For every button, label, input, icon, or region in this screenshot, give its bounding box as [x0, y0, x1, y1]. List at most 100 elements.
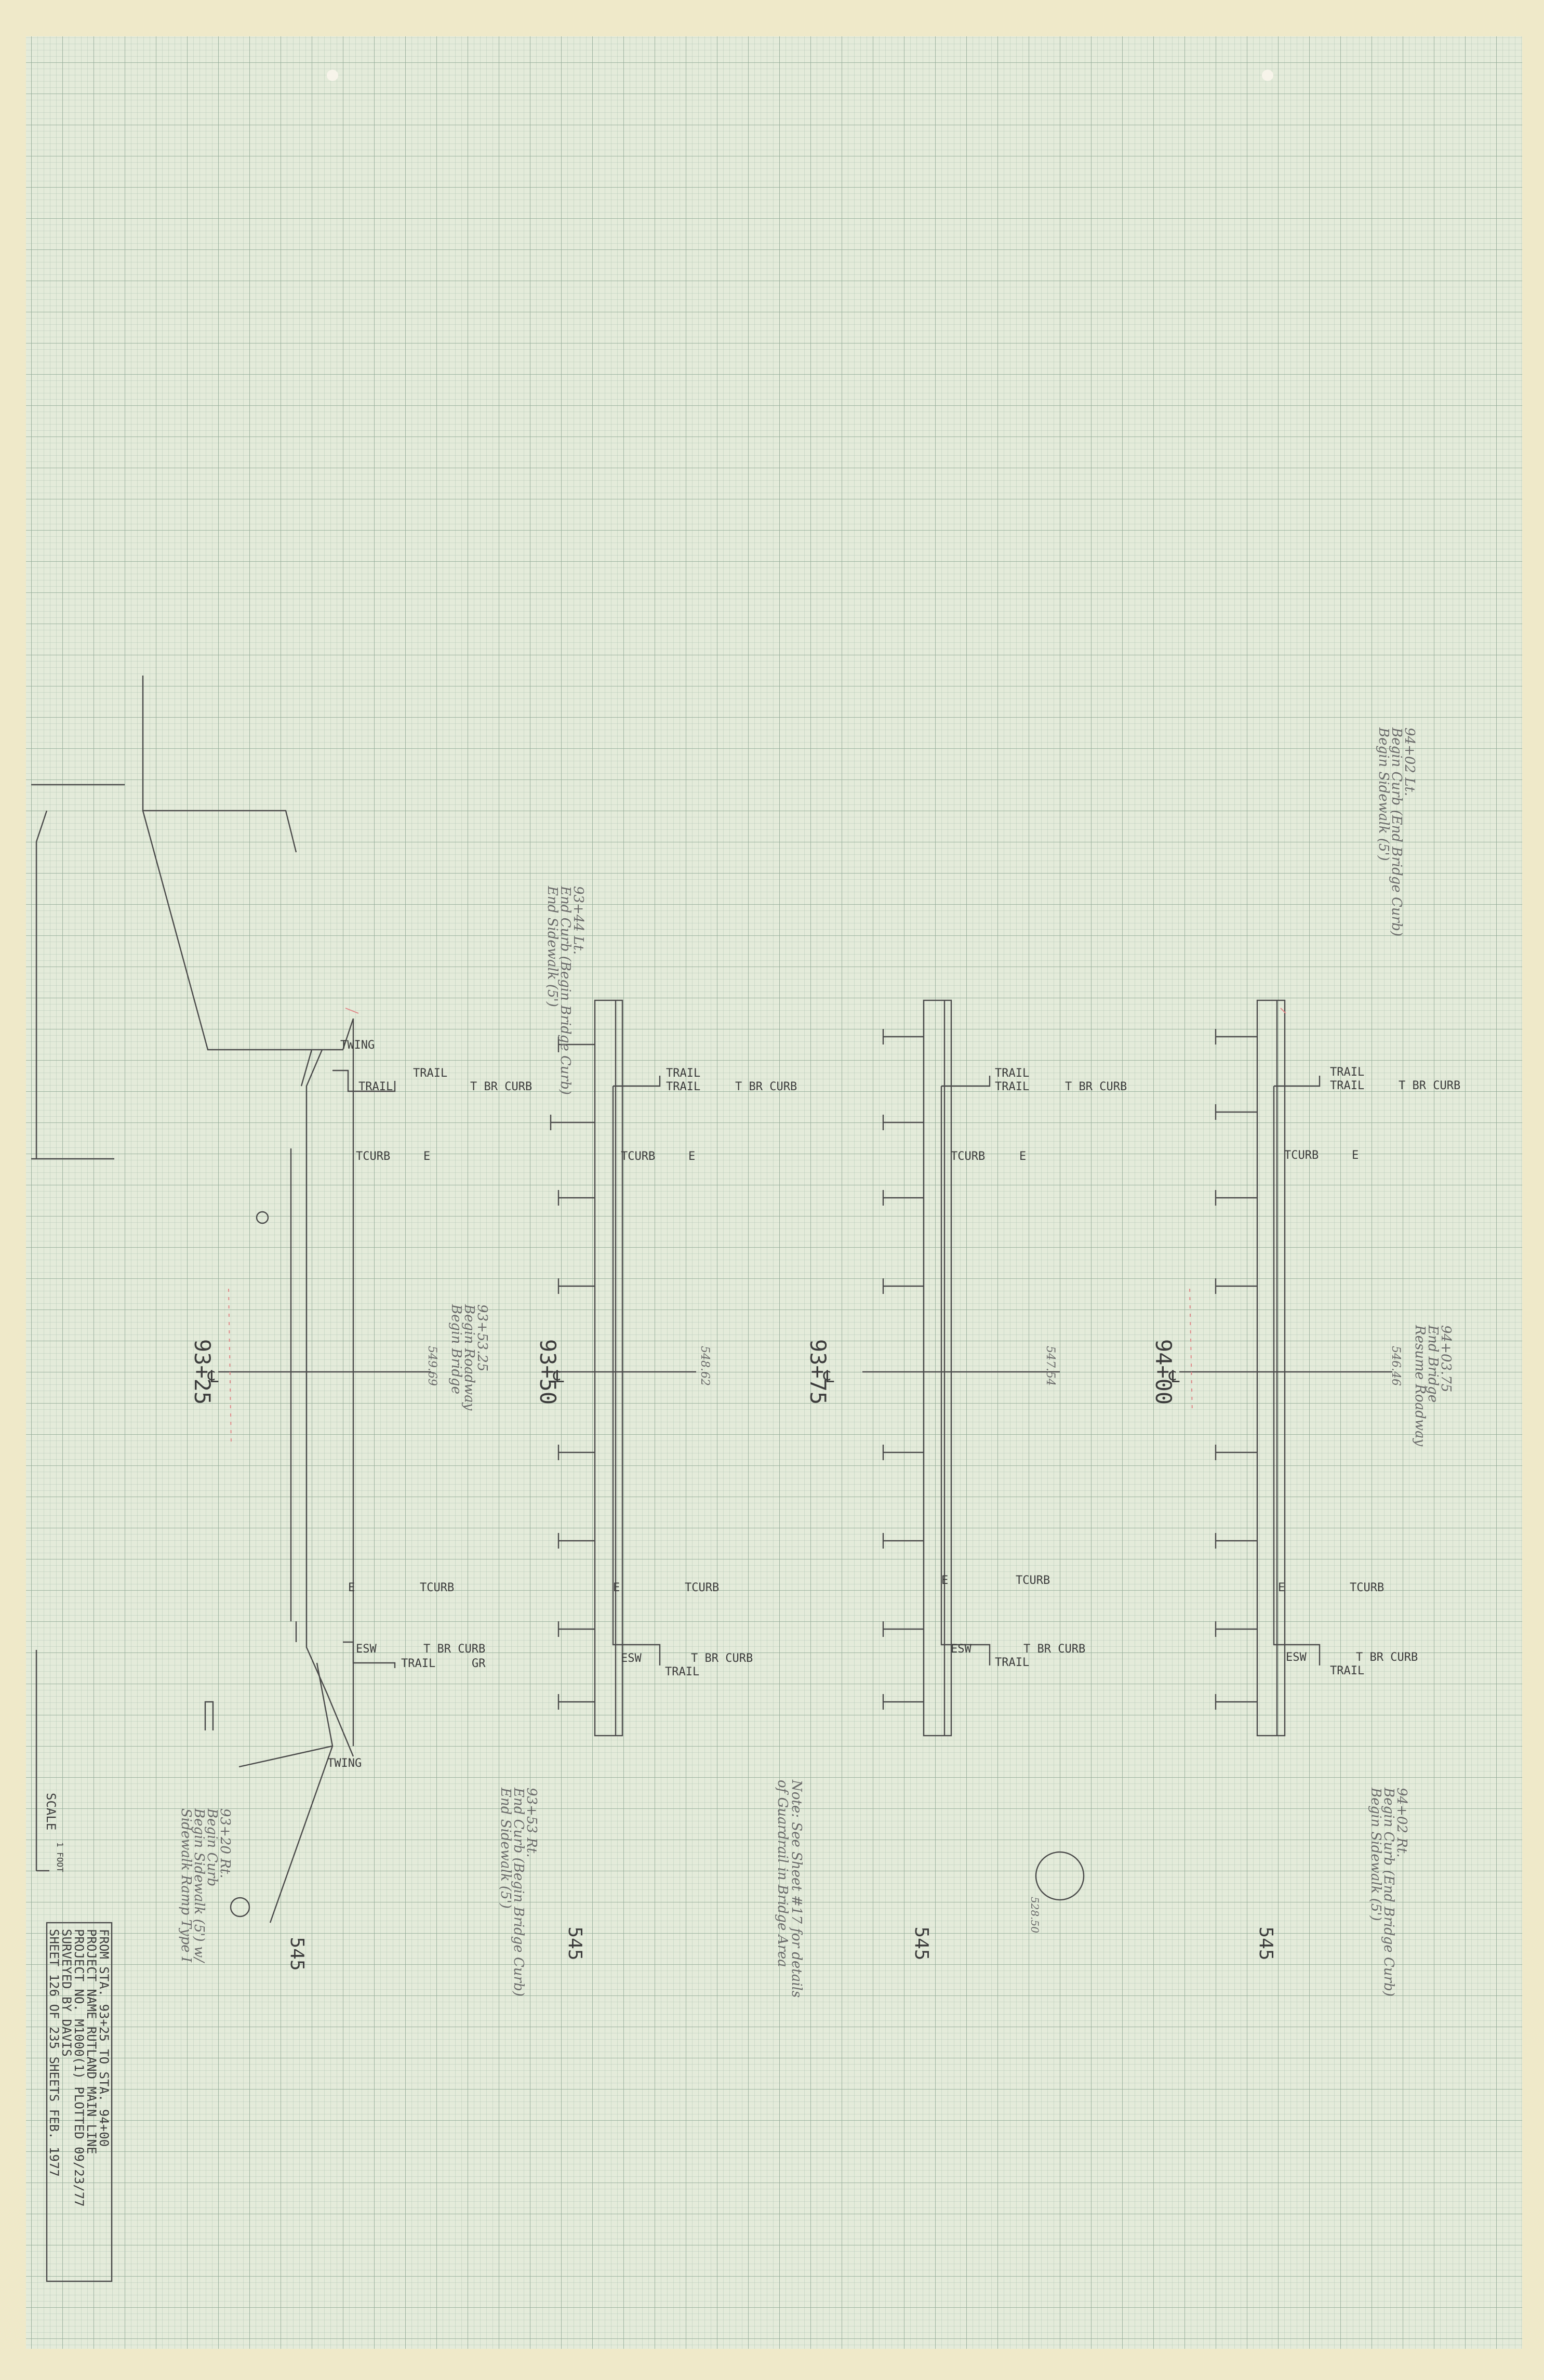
- punch-hole: [327, 70, 338, 81]
- note: Begin Bridge: [448, 1304, 464, 1394]
- elevation: 546.46: [1389, 1346, 1402, 1386]
- label-tcurb: TCURB: [1284, 1149, 1319, 1162]
- label-twing: TWING: [340, 1039, 375, 1052]
- label-e: E: [1278, 1581, 1285, 1594]
- datum-label: 545: [564, 1926, 585, 1960]
- title-line: FROM STA. 93+25 TO STA. 94+00: [97, 1929, 111, 2147]
- note: Begin Curb (End Bridge Curb): [1381, 1787, 1396, 1996]
- label-tcurb: TCURB: [420, 1581, 454, 1594]
- label-trail: TRAIL: [666, 1067, 700, 1080]
- datum-label: 545: [1255, 1926, 1276, 1960]
- centerline-symbol: ℄: [553, 1367, 564, 1386]
- label-trail: TRAIL: [358, 1080, 393, 1093]
- title-line: SURVEYED BY DAVIS: [59, 1929, 74, 2057]
- centerline-symbol: ℄: [823, 1367, 834, 1386]
- elevation: 548.62: [698, 1346, 711, 1386]
- label-trail: TRAIL: [401, 1657, 435, 1670]
- title-line: SHEET 126 OF 235 SHEETS FEB. 1977: [47, 1929, 61, 2177]
- note: 94+03.75: [1438, 1325, 1454, 1392]
- label-e: E: [1352, 1149, 1359, 1162]
- label-trail: TRAIL: [995, 1656, 1029, 1669]
- station-number: 93+50: [535, 1339, 561, 1405]
- label-trail: TRAIL: [413, 1067, 447, 1080]
- elevation: 547.54: [1044, 1346, 1057, 1386]
- station-number: 94+00: [1151, 1339, 1176, 1405]
- label-tcurb: TCURB: [1350, 1581, 1384, 1594]
- label-tcurb: TCURB: [685, 1581, 719, 1594]
- note: Sidewalk Ramp Type I: [178, 1808, 194, 1963]
- note: End Sidewalk (5'): [544, 885, 560, 1007]
- note: Begin Sidewalk (5'): [1376, 727, 1391, 861]
- label-tcurb: TCURB: [356, 1150, 390, 1163]
- label-esw: ESW: [1286, 1651, 1307, 1664]
- label-trail: TRAIL: [1330, 1664, 1364, 1677]
- note: Begin Roadway: [461, 1304, 477, 1411]
- label-t-br-curb: T BR CURB: [735, 1080, 797, 1093]
- section-93-25: [31, 676, 431, 1923]
- section-93-50: [550, 999, 696, 1737]
- label-trail: TRAIL: [995, 1067, 1029, 1080]
- note: 93+53 Rt.: [524, 1788, 539, 1858]
- note: of Guardrail in Bridge Area: [775, 1780, 790, 1967]
- scale-bar: [35, 1650, 49, 1872]
- label-tcurb: TCURB: [951, 1150, 985, 1163]
- section-93-75: [862, 999, 1085, 1901]
- datum-label: 545: [286, 1937, 308, 1971]
- label-trail: TRAIL: [665, 1665, 699, 1678]
- label-t-br-curb: T BR CURB: [1023, 1643, 1085, 1656]
- label-trail: TRAIL: [666, 1080, 700, 1093]
- note: 93+53.25: [474, 1304, 490, 1371]
- note: Begin Curb: [204, 1808, 220, 1886]
- title-line: PROJECT NAME RUTLAND MAIN LINE: [84, 1929, 99, 2154]
- centerline-symbol: ℄: [1168, 1367, 1180, 1386]
- label-trail: TRAIL: [1330, 1079, 1364, 1092]
- note: 94+02 Lt.: [1402, 728, 1417, 796]
- label-t-br-curb: T BR CURB: [1356, 1651, 1418, 1664]
- note: Note: See Sheet #17 for details: [789, 1779, 804, 1998]
- note: End Curb (Begin Bridge Curb): [511, 1787, 526, 1996]
- note: 93+20 Rt.: [217, 1808, 233, 1879]
- scale-label: SCALE: [44, 1793, 58, 1830]
- label-e: E: [348, 1581, 355, 1594]
- datum-label: 545: [911, 1926, 932, 1960]
- label-e: E: [941, 1574, 948, 1587]
- elevation: 549.69: [425, 1346, 438, 1386]
- note: Resume Roadway: [1412, 1325, 1428, 1446]
- station-number: 93+75: [805, 1339, 831, 1405]
- centerline-symbol: ℄: [207, 1367, 219, 1386]
- label-t-br-curb: T BR CURB: [423, 1643, 485, 1656]
- note: Begin Curb (End Bridge Curb): [1389, 727, 1404, 936]
- label-esw: ESW: [951, 1643, 971, 1656]
- label-trail: TRAIL: [1330, 1066, 1364, 1079]
- section-94-00: [1179, 999, 1392, 1737]
- station-number: 93+25: [190, 1339, 215, 1405]
- label-twing: TWING: [327, 1757, 362, 1770]
- label-trail: TRAIL: [995, 1080, 1029, 1093]
- label-tcurb: TCURB: [1016, 1574, 1050, 1587]
- punch-hole: [1262, 70, 1273, 81]
- label-e: E: [688, 1150, 695, 1163]
- note: 94+02 Rt.: [1394, 1788, 1409, 1858]
- label-e: E: [423, 1150, 430, 1163]
- title-line: PROJECT NO. M1000(1) PLOTTED 09/23/77: [72, 1929, 86, 2207]
- label-tcurb: TCURB: [621, 1150, 655, 1163]
- scale-value: 1 FOOT: [55, 1842, 65, 1872]
- note: Begin Sidewalk (5') w/: [191, 1808, 207, 1963]
- label-t-br-curb: T BR CURB: [691, 1652, 753, 1665]
- label-t-br-curb: T BR CURB: [1065, 1080, 1127, 1093]
- note: 93+44 Lt.: [570, 886, 586, 955]
- bottom-value: 528.50: [1029, 1897, 1041, 1933]
- label-e: E: [613, 1581, 620, 1594]
- note: End Sidewalk (5'): [498, 1787, 513, 1909]
- label-t-br-curb: T BR CURB: [470, 1080, 532, 1093]
- note: End Curb (Begin Bridge Curb): [557, 885, 573, 1095]
- note: End Bridge: [1425, 1325, 1441, 1403]
- label-gr: GR: [472, 1657, 486, 1670]
- title-block: FROM STA. 93+25 TO STA. 94+00 PROJECT NA…: [46, 1922, 113, 2282]
- note: Begin Sidewalk (5'): [1368, 1787, 1383, 1921]
- label-t-br-curb: T BR CURB: [1399, 1079, 1460, 1092]
- label-esw: ESW: [356, 1643, 377, 1656]
- label-e: E: [1019, 1150, 1026, 1163]
